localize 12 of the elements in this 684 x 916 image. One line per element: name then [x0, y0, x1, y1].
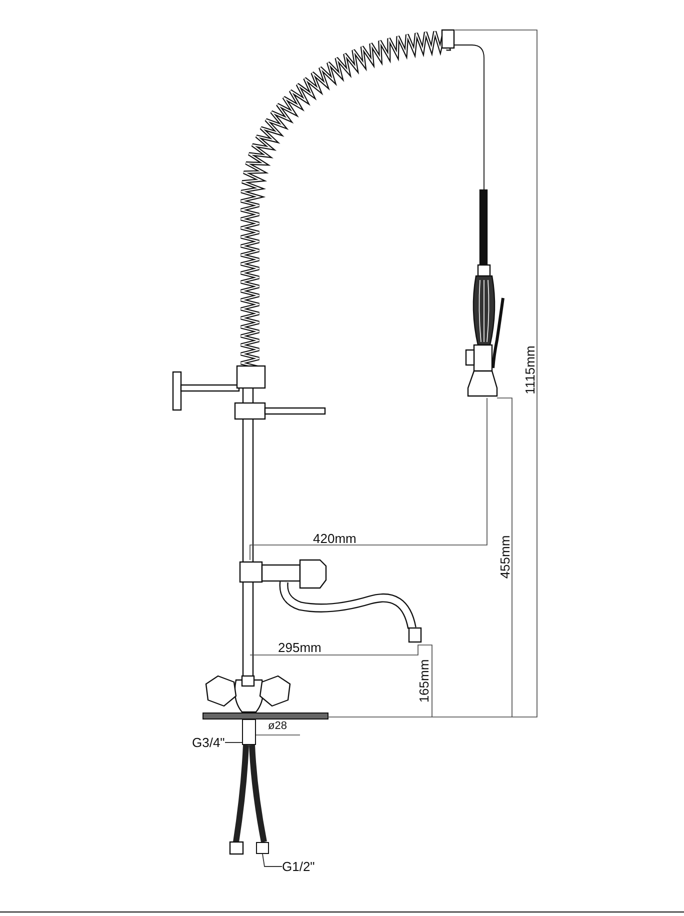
leader-line — [262, 854, 282, 867]
dimension-label: 295mm — [278, 641, 322, 654]
dimension-label: 1115mm — [524, 346, 536, 394]
dimension-label: ø28 — [268, 721, 287, 732]
pipe-connector — [242, 719, 256, 745]
dimension-label: 455mm — [498, 535, 512, 579]
leader-line — [224, 742, 242, 743]
part-label: G3/4" — [192, 735, 225, 750]
part-label: G1/2" — [282, 859, 315, 874]
dimension-label: 165mm — [418, 659, 430, 703]
dimension-label: 420mm — [313, 532, 356, 545]
hose-fitting — [256, 842, 269, 854]
